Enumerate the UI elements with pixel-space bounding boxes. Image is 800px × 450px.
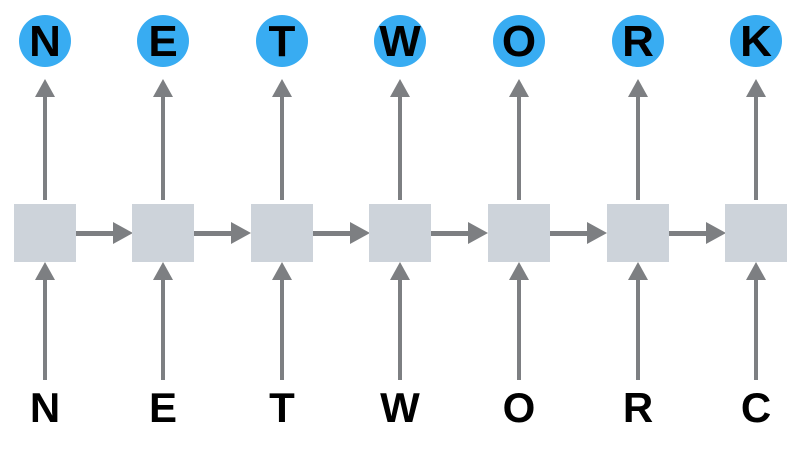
output-letter: N	[29, 17, 61, 66]
input-letter: E	[148, 384, 177, 431]
recurrent-arrow-line	[669, 231, 708, 236]
recurrent-arrow-line	[550, 231, 589, 236]
input-letter: T	[269, 384, 295, 431]
input-arrow-head	[272, 262, 292, 280]
input-arrow-line	[517, 280, 521, 380]
output-arrow-head	[509, 79, 529, 97]
output-arrow-head	[746, 79, 766, 97]
recurrent-arrow-head	[113, 222, 133, 244]
input-arrow-line	[280, 280, 284, 380]
hidden-state-square	[607, 204, 669, 262]
output-arrow-line	[161, 97, 165, 200]
input-arrow-line	[398, 280, 402, 380]
output-circle: E	[137, 15, 189, 67]
recurrent-arrow-head	[468, 222, 488, 244]
output-circle: T	[256, 15, 308, 67]
output-letter: E	[148, 17, 178, 66]
input-arrow-head	[390, 262, 410, 280]
input-arrow-line	[636, 280, 640, 380]
output-arrow-line	[280, 97, 284, 200]
output-arrow-head	[35, 79, 55, 97]
recurrent-arrow-head	[587, 222, 607, 244]
recurrent-arrow-head	[706, 222, 726, 244]
input-letter: C	[740, 384, 772, 431]
input-arrow-head	[628, 262, 648, 280]
output-circle: W	[374, 15, 426, 67]
output-arrow-line	[517, 97, 521, 200]
input-letter: R	[622, 384, 654, 431]
output-circle: O	[493, 15, 545, 67]
output-letter: R	[622, 17, 654, 66]
recurrent-arrow-head	[350, 222, 370, 244]
recurrent-arrow-line	[76, 231, 115, 236]
output-letter: K	[740, 17, 772, 66]
recurrent-arrow-line	[431, 231, 470, 236]
input-arrow-head	[35, 262, 55, 280]
recurrent-arrow-line	[194, 231, 233, 236]
output-arrow-line	[43, 97, 47, 200]
hidden-state-square	[369, 204, 431, 262]
output-letter: W	[379, 17, 421, 66]
input-letter: W	[380, 384, 420, 431]
output-circle: R	[612, 15, 664, 67]
output-arrow-head	[153, 79, 173, 97]
input-arrow-line	[754, 280, 758, 380]
hidden-state-square	[132, 204, 194, 262]
output-arrow-head	[628, 79, 648, 97]
input-arrow-head	[509, 262, 529, 280]
output-arrow-head	[390, 79, 410, 97]
input-arrow-head	[746, 262, 766, 280]
hidden-state-square	[251, 204, 313, 262]
input-arrow-line	[43, 280, 47, 380]
output-circle: N	[19, 15, 71, 67]
input-arrow-head	[153, 262, 173, 280]
hidden-state-square	[725, 204, 787, 262]
hidden-state-square	[488, 204, 550, 262]
recurrent-arrow-head	[231, 222, 251, 244]
output-arrow-head	[272, 79, 292, 97]
output-arrow-line	[398, 97, 402, 200]
output-letter: T	[268, 17, 296, 66]
input-letter: O	[502, 384, 536, 431]
output-arrow-line	[754, 97, 758, 200]
output-letter: O	[501, 17, 537, 66]
output-circle: K	[730, 15, 782, 67]
input-arrow-line	[161, 280, 165, 380]
output-arrow-line	[636, 97, 640, 200]
recurrent-arrow-line	[313, 231, 352, 236]
input-letter: N	[29, 384, 61, 431]
hidden-state-square	[14, 204, 76, 262]
